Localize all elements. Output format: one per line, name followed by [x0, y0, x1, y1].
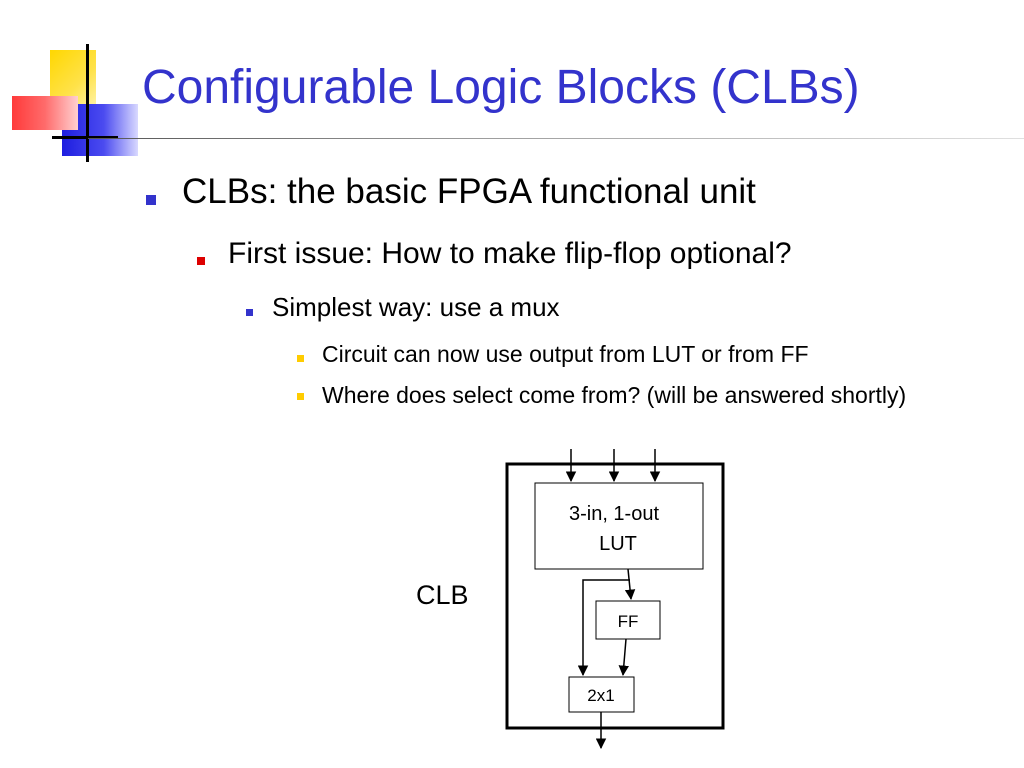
ff-label: FF	[618, 612, 639, 631]
lut-label-line1: 3-in, 1-out	[569, 503, 659, 525]
bullet-level2: First issue: How to make flip-flop optio…	[228, 237, 792, 270]
bullet-level3: Simplest way: use a mux	[272, 292, 560, 322]
slide-title: Configurable Logic Blocks (CLBs)	[142, 61, 860, 114]
ff-box	[595, 600, 661, 640]
bullet-level4-select: Where does select come from? (will be an…	[322, 382, 907, 408]
lut-to-ff-wire	[624, 568, 636, 601]
title-underline	[88, 138, 1024, 139]
clb-box	[505, 462, 725, 730]
bullet-level1: CLBs: the basic FPGA functional unit	[182, 172, 756, 211]
bullet-level4-output: Circuit can now use output from LUT or f…	[322, 341, 809, 367]
clb-label: CLB	[416, 580, 469, 610]
decor-vertical-line	[86, 44, 89, 162]
lut-bypass-wire	[577, 579, 630, 677]
ff-to-mux-wire	[618, 638, 630, 677]
mux-box	[568, 676, 635, 713]
lut-label-line2: LUT	[599, 533, 637, 555]
lut-box	[534, 482, 704, 570]
bullet-marker-level4	[297, 393, 304, 400]
bullet-marker-level1	[146, 195, 156, 205]
decor-red-bar	[12, 96, 78, 130]
bullet-marker-level2	[197, 257, 205, 265]
mux-label: 2x1	[587, 686, 614, 705]
bullet-marker-level4	[297, 355, 304, 362]
bullet-marker-level3	[246, 309, 253, 316]
decor-horizontal-line	[52, 136, 118, 139]
